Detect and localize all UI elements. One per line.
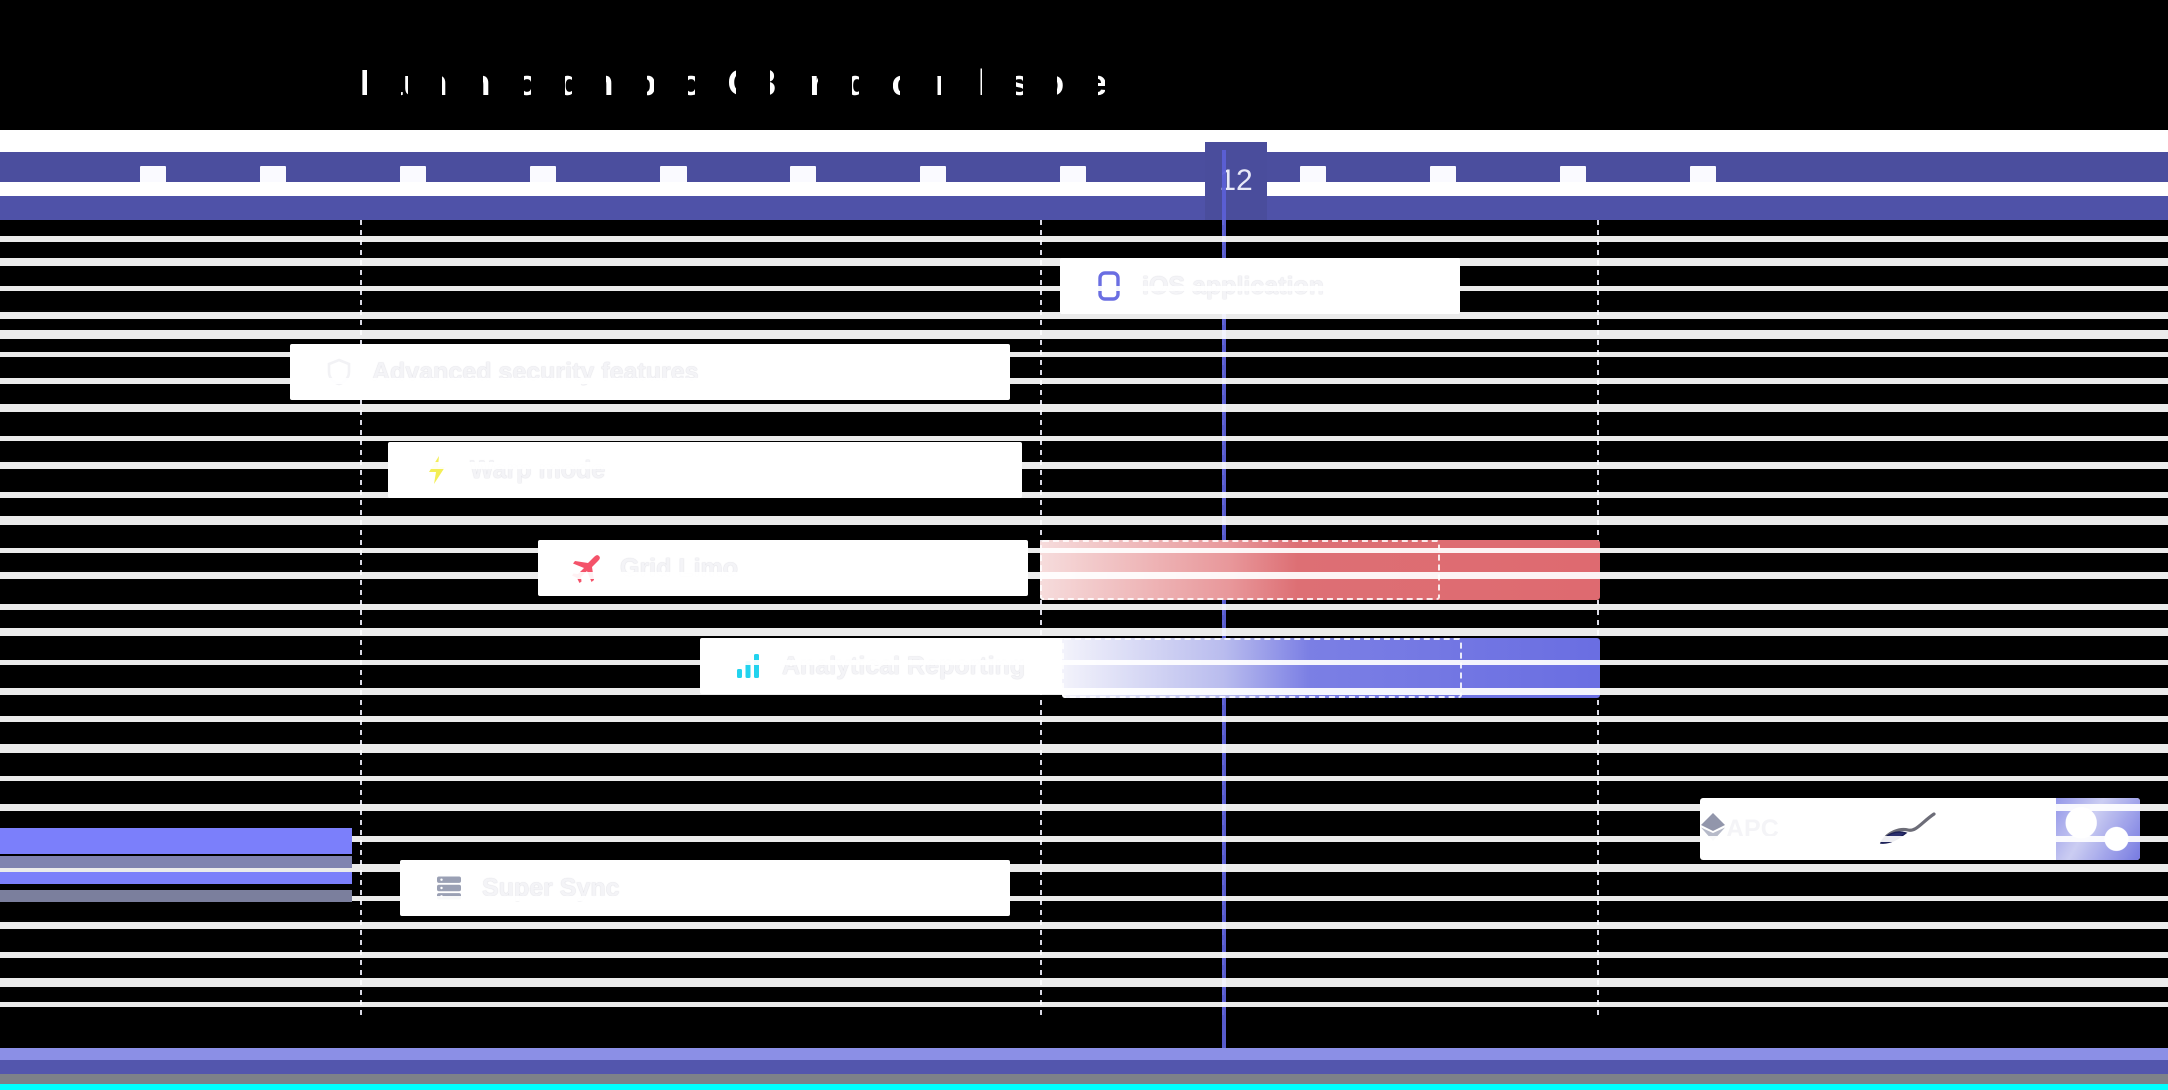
diamond-icon [1700, 812, 1726, 847]
glitch-scanline [0, 776, 2168, 781]
glitch-scanline [0, 352, 2168, 357]
gridline [1040, 220, 1042, 1020]
gridline [1597, 220, 1599, 1020]
glitch-scanline [0, 836, 2168, 842]
mouse-cursor-icon [1878, 808, 1936, 852]
glitch-scanline [0, 258, 2168, 266]
left-edge-stripe [0, 856, 352, 868]
glitch-scanline [0, 922, 2168, 929]
left-edge-stripe [0, 828, 352, 854]
glitch-scanline [0, 864, 2168, 872]
glitch-scanline [0, 312, 2168, 319]
today-marker-line [1222, 150, 1226, 1050]
bottom-stripe [0, 1074, 2168, 1084]
glitch-scanline [0, 236, 2168, 242]
glitch-scanline [0, 330, 2168, 339]
task-label: iOS application [1132, 272, 1460, 301]
shield-icon [316, 358, 362, 386]
left-edge-stripe [0, 872, 352, 884]
task-label: Warp mode [470, 455, 606, 484]
glitch-scanline [0, 516, 2168, 525]
glitch-scanline [0, 952, 2168, 958]
glitch-scanline [0, 548, 2168, 553]
glitch-scanline [0, 896, 2168, 901]
task-row[interactable]: Warp mode [388, 442, 1022, 498]
glitch-scanline [0, 604, 2168, 610]
timeline-header-bottom-bar [0, 196, 2168, 220]
bottom-stripe [0, 1060, 2168, 1074]
today-badge[interactable]: 12 [1205, 142, 1267, 220]
glitch-scanline [0, 1002, 2168, 1007]
glitch-scanline [0, 286, 2168, 291]
glitch-scanline [0, 378, 2168, 384]
title-band: Launch roadmap for Q3 product milestones [0, 0, 2168, 130]
lightning-bolt-icon [414, 455, 460, 485]
glitch-scanline [0, 688, 2168, 695]
gantt-bar-grid-limo-outline [1040, 540, 1440, 600]
bottom-stripe [0, 1048, 2168, 1060]
glitch-scanline [0, 492, 2168, 498]
glitch-scanline [0, 716, 2168, 722]
page-title: Launch roadmap for Q3 product milestones [360, 62, 1129, 103]
bottom-stripe [0, 1084, 2168, 1090]
glitch-scanline [0, 804, 2168, 811]
task-label: Analytical Reporting [782, 651, 1026, 680]
glitch-scanline [0, 572, 2168, 579]
gantt-bar-analytical-reporting-outline [1062, 638, 1462, 698]
glitch-scanline [0, 978, 2168, 987]
glitch-scanline [0, 744, 2168, 753]
gridline [360, 220, 362, 1020]
glitch-scanline [0, 628, 2168, 636]
left-edge-stripe [0, 890, 352, 902]
bar-chart-icon [726, 653, 772, 679]
glitch-scanline [0, 404, 2168, 412]
glitch-scanline [0, 660, 2168, 665]
glitch-scanline [0, 462, 2168, 469]
glitch-scanline [0, 436, 2168, 441]
